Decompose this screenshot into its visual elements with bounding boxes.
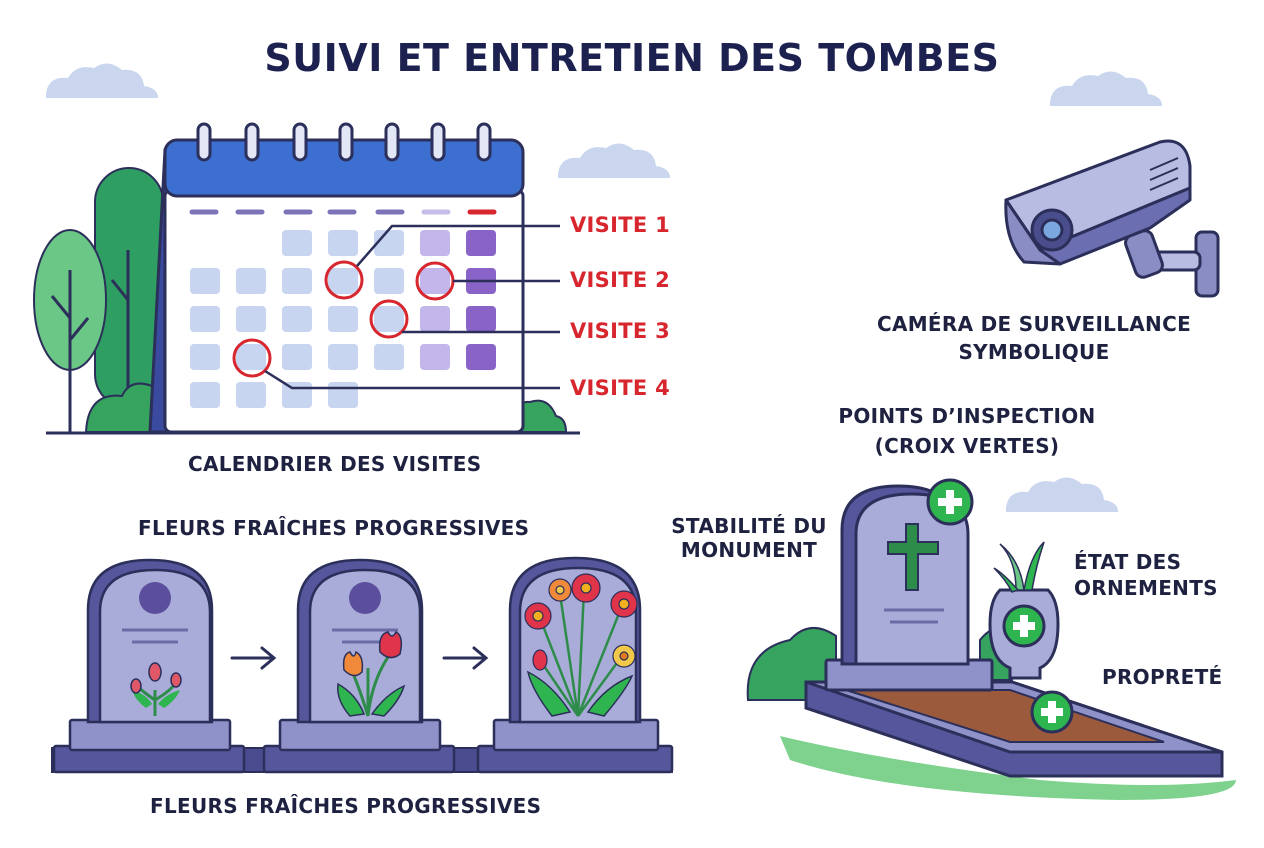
inspection-cross-icon	[1002, 604, 1046, 648]
arrow-right-icon	[230, 646, 277, 670]
calendar-caption: CALENDRIER DES VISITES	[188, 452, 482, 476]
stability-label-line1: STABILITÉ DU	[671, 514, 827, 538]
inspected-grave	[746, 484, 1236, 800]
camera-caption-line2: SYMBOLIQUE	[958, 340, 1110, 364]
calendar-icon	[148, 122, 560, 434]
cleanliness-label: PROPRETÉ	[1102, 665, 1223, 689]
headstone-icon	[262, 558, 456, 774]
inspection-cross-icon	[926, 478, 974, 526]
ornaments-label-line1: ÉTAT DES	[1074, 550, 1182, 574]
cloud-icon	[1006, 477, 1118, 512]
arrow-right-icon	[442, 646, 489, 670]
headstone-icon	[52, 558, 246, 774]
flowers-title-top: FLEURS FRAÎCHES PROGRESSIVES	[138, 516, 530, 540]
visit-label-4: VISITE 4	[570, 376, 670, 400]
inspection-cross-icon	[1030, 690, 1074, 734]
page-title: SUIVI ET ENTRETIEN DES TOMBES	[264, 36, 1000, 80]
stability-label-line2: MONUMENT	[680, 538, 818, 562]
visit-label-3: VISITE 3	[570, 319, 670, 343]
cloud-icon	[558, 143, 670, 178]
inspection-title-line1: POINTS D’INSPECTION	[838, 404, 1096, 428]
camera-caption-line1: CAMÉRA DE SURVEILLANCE	[876, 312, 1192, 336]
security-camera-icon	[1004, 139, 1220, 298]
flowers-title-bottom: FLEURS FRAÎCHES PROGRESSIVES	[150, 794, 542, 818]
visit-label-2: VISITE 2	[570, 268, 670, 292]
visit-label-1: VISITE 1	[570, 213, 670, 237]
inspection-title-line2: (CROIX VERTES)	[874, 434, 1060, 458]
headstones-progression	[51, 556, 674, 774]
headstone-icon	[476, 556, 674, 774]
ornaments-label-line2: ORNEMENTS	[1074, 576, 1218, 600]
